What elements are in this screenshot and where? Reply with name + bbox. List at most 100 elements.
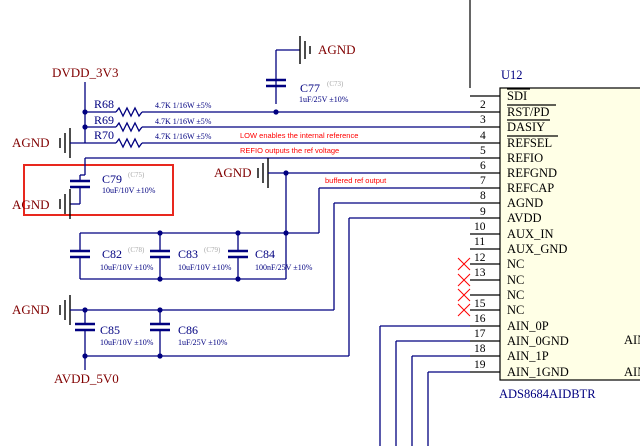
dvdd-net-label: DVDD_3V3 (52, 65, 118, 80)
note-refcap: buffered ref output (325, 176, 387, 185)
pin-number: 17 (474, 328, 486, 340)
pin-name: AIN_1GND (507, 365, 569, 379)
agnd-refgnd[interactable]: AGND (214, 158, 470, 233)
pin-number: 7 (480, 175, 486, 187)
nc-marker (457, 257, 471, 271)
pin-number: 11 (474, 236, 485, 248)
ic-part-number: ADS8684AIDBTR (499, 387, 596, 401)
r70-value: 4.7K 1/16W ±5% (155, 132, 212, 141)
pin-number: 5 (480, 145, 486, 157)
c77-ref: C77 (300, 81, 320, 95)
c83-value: 10uF/10V ±10% (178, 263, 232, 272)
c77-value: 1uF/25V ±10% (299, 95, 349, 104)
c85-ref: C85 (100, 323, 120, 337)
r69-body (115, 121, 143, 133)
ic-right-label-2: AIN (624, 365, 640, 379)
r68-value: 4.7K 1/16W ±5% (155, 101, 212, 110)
pin-number: 4 (480, 130, 486, 142)
agnd-net-label: AGND (214, 165, 252, 180)
pin-number: 8 (480, 190, 486, 202)
c82-designator: (C78) (128, 246, 145, 254)
pin-name: REFIO (507, 151, 543, 165)
pin-number: 12 (474, 252, 486, 264)
pin-number: 10 (474, 221, 486, 233)
pin-name: NC (507, 303, 524, 317)
avdd-decoupling[interactable]: AGND C85 10uF/10V ±10% C86 1uF/25V ±10% … (12, 202, 470, 386)
c79-designator: (C75) (128, 171, 145, 179)
agnd-symbol (59, 128, 71, 158)
r69-ref: R69 (94, 113, 114, 127)
c77-designator: (C73) (327, 80, 344, 88)
agnd-net-label: AGND (318, 42, 356, 57)
c83-designator: (C79) (204, 246, 221, 254)
c79-ref: C79 (102, 172, 122, 186)
pin-name: AGND (507, 196, 543, 210)
r70-body (115, 137, 143, 149)
pin-number: 13 (474, 267, 486, 279)
pin-name: REFCAP (507, 181, 554, 195)
pin-name: NC (507, 257, 524, 271)
nc-marker (457, 288, 471, 302)
pin-name: SDI (507, 89, 527, 103)
pin-name: RST/PD (507, 105, 549, 119)
agnd-symbol (59, 295, 71, 325)
c79-highlight-box (23, 164, 174, 216)
pin-number: 9 (480, 206, 486, 218)
c79-value: 10uF/10V ±10% (102, 186, 156, 195)
agnd-net-label: AGND (12, 135, 50, 150)
r68-ref: R68 (94, 97, 114, 111)
c82-value: 10uF/10V ±10% (100, 263, 154, 272)
pin-number: 2 (480, 99, 486, 111)
analog-input-traces[interactable] (379, 325, 470, 446)
no-connect-markers (457, 257, 471, 317)
c84-ref: C84 (255, 247, 275, 261)
pin-name: DASIY (507, 120, 545, 134)
ic-body[interactable] (499, 87, 640, 381)
agnd-symbol (59, 189, 71, 219)
agnd-refsel[interactable]: AGND (12, 128, 116, 158)
pin-name: REFGND (507, 166, 557, 180)
pin-name: AIN_1P (507, 349, 549, 363)
pin-name: NC (507, 288, 524, 302)
c82-ref: C82 (102, 247, 122, 261)
pin-number: 16 (474, 313, 486, 325)
c86-value: 1uF/25V ±10% (178, 338, 228, 347)
agnd-symbol (299, 36, 311, 64)
agnd-symbol (257, 158, 269, 188)
pin-name: AVDD (507, 211, 542, 225)
c85-value: 10uF/10V ±10% (100, 338, 154, 347)
ic-pin-numbers: 2 3 4 5 6 7 8 9 10 11 12 13 15 16 17 18 … (474, 99, 486, 371)
c83-ref: C83 (178, 247, 198, 261)
note-refsel: LOW enables the internal reference (240, 131, 358, 140)
ic-pin-names: SDI RST/PD DASIY REFSEL REFIO REFGND REF… (507, 88, 569, 379)
pin-name: REFSEL (507, 136, 552, 150)
pin-number: 19 (474, 359, 486, 371)
nc-marker (457, 303, 471, 317)
pin-number: 3 (480, 114, 486, 126)
ic-pins (470, 95, 500, 373)
c84-value: 100nF/25V ±10% (255, 263, 313, 272)
refcap-caps[interactable]: C82 (C78) 10uF/10V ±10% C83 (C79) 10uF/1… (70, 187, 470, 282)
agnd-net-label: AGND (12, 197, 50, 212)
pin-number: 18 (474, 343, 486, 355)
pin-name: AIN_0GND (507, 334, 569, 348)
note-refio: REFIO outputs the ref voltage (240, 146, 339, 155)
r70-ref: R70 (94, 128, 114, 142)
avdd-net-label: AVDD_5V0 (54, 371, 119, 386)
pin-number: 6 (480, 160, 486, 172)
pin-name: AUX_IN (507, 227, 554, 241)
pin-number: 15 (474, 298, 486, 310)
r68-body (115, 106, 143, 118)
ic-refdes: U12 (501, 68, 523, 82)
c77-network[interactable]: AGND C77 (C73) 1uF/25V ±10% (266, 36, 356, 115)
c86-ref: C86 (178, 323, 198, 337)
nc-marker (457, 273, 471, 287)
pin-name: AUX_GND (507, 242, 567, 256)
resistor-network[interactable]: R68 R69 R70 4.7K 1/16W ±5% 4.7K 1/16W ±5… (82, 82, 470, 149)
r69-value: 4.7K 1/16W ±5% (155, 117, 212, 126)
ic-right-label-1: AIN (624, 333, 640, 347)
pin-name: NC (507, 273, 524, 287)
pin-name: AIN_0P (507, 319, 549, 333)
c79-network[interactable]: AGND C79 (C75) 10uF/10V ±10% (12, 157, 470, 219)
